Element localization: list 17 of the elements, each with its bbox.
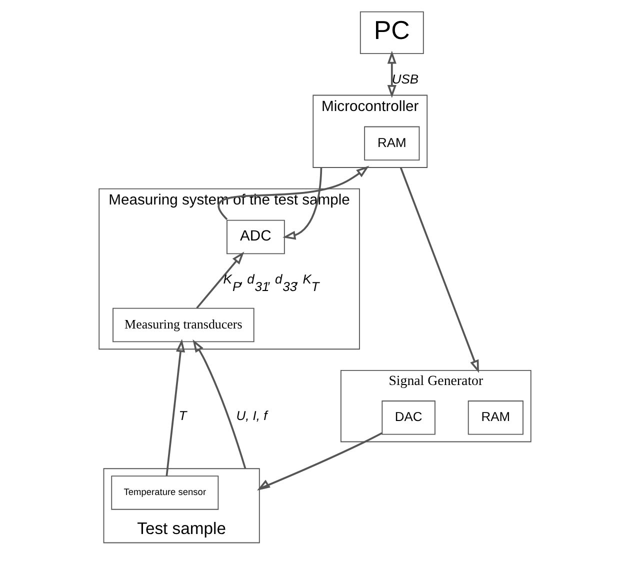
arrow	[166, 339, 186, 476]
node-box: RAM	[364, 126, 420, 161]
node-box: PC	[360, 11, 424, 54]
node-box: Temperature sensor	[111, 476, 219, 510]
arrow	[257, 432, 382, 490]
arrow	[282, 167, 322, 240]
edge-label: T	[178, 408, 187, 424]
arrow	[192, 339, 246, 469]
node-box: Measuring transducers	[112, 308, 254, 342]
node-box: RAM	[468, 400, 524, 435]
arrow	[196, 252, 244, 309]
node-box: ADC	[226, 220, 285, 254]
node-box: DAC	[382, 400, 436, 435]
edge-label: USB	[392, 71, 419, 86]
arrow	[400, 167, 480, 374]
edge-label: U, I, f	[236, 408, 268, 424]
arrow	[387, 50, 396, 98]
